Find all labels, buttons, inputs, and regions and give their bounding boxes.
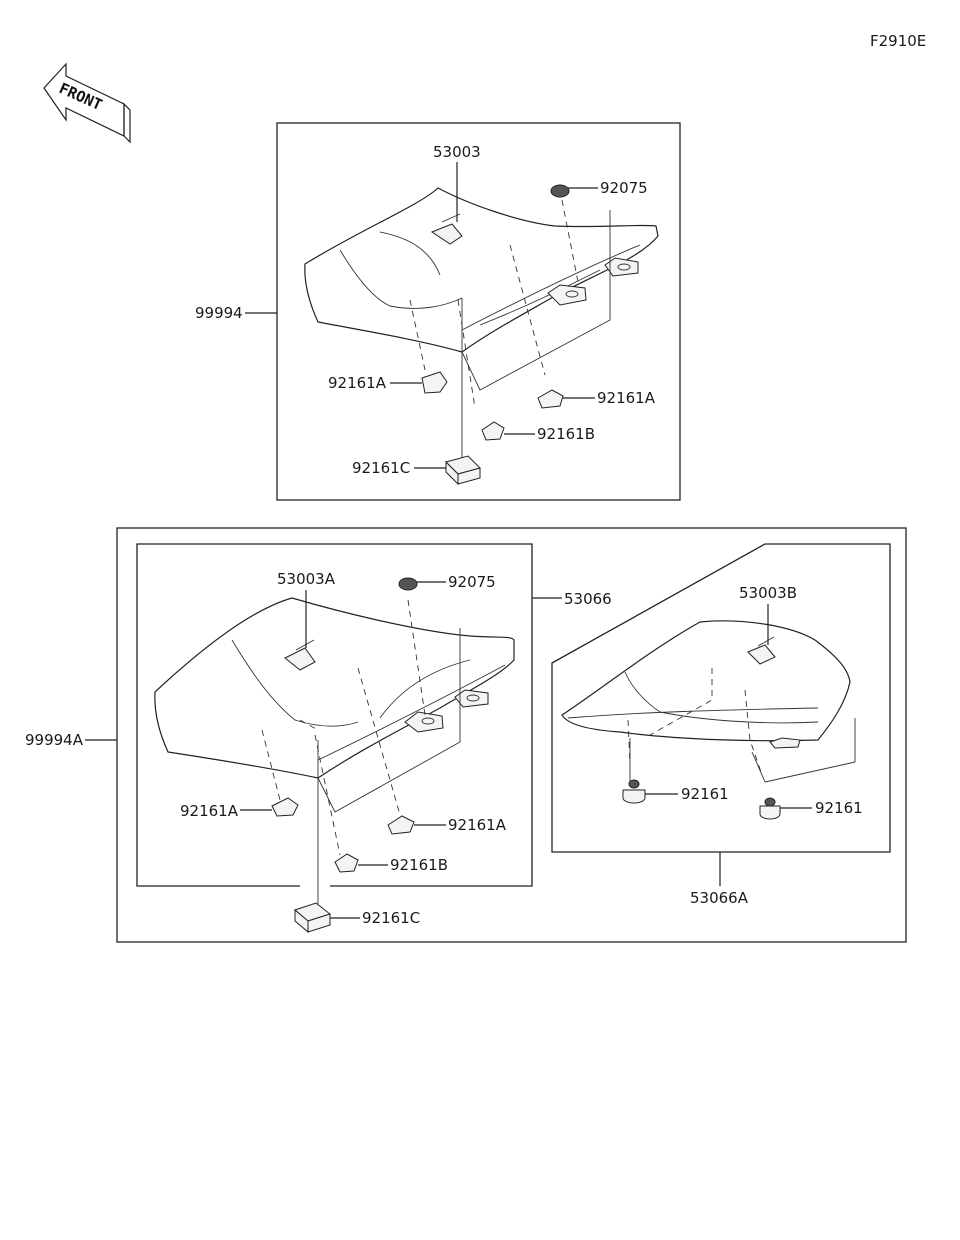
- upper-seat-body: [304, 187, 659, 460]
- rear-cover-label: 53003B: [739, 584, 797, 602]
- front-damper-c-label: 92161C: [362, 909, 420, 927]
- lower-assembly: 99994A: [25, 527, 907, 943]
- front-damper-a-left-label: 92161A: [180, 802, 239, 820]
- rear-damper-right-label: 92161: [815, 799, 863, 817]
- upper-damper-b-icon: [481, 421, 505, 441]
- rear-damper-left-icon: [622, 779, 646, 804]
- rear-seat-body: [561, 620, 856, 783]
- upper-damper-a-right-label: 92161A: [597, 389, 656, 407]
- rear-seat-label: 53066A: [690, 889, 749, 907]
- upper-cover-label: 53003: [433, 143, 481, 161]
- front-seat-label: 53066: [564, 590, 612, 608]
- upper-assembly: 53003 92075 99994 92161A 92161A 92161B 9…: [195, 122, 681, 501]
- upper-cap-label: 92075: [600, 179, 648, 197]
- lower-assembly-label: 99994A: [25, 731, 84, 749]
- upper-damper-b-label: 92161B: [537, 425, 595, 443]
- figure-code: F2910E: [870, 32, 926, 50]
- upper-damper-c-icon: [445, 455, 481, 486]
- upper-damper-c-label: 92161C: [352, 459, 410, 477]
- front-damper-b-label: 92161B: [390, 856, 448, 874]
- front-cover-label: 53003A: [277, 570, 336, 588]
- upper-assembly-label: 99994: [195, 304, 243, 322]
- front-damper-a-right-icon: [387, 815, 415, 835]
- front-cap-icon: [398, 577, 418, 591]
- upper-damper-a-right-icon: [537, 389, 564, 409]
- upper-assembly-box: [276, 122, 681, 501]
- rear-seat-box: [551, 543, 891, 853]
- front-cap-label: 92075: [448, 573, 496, 591]
- front-damper-b-icon: [334, 853, 359, 873]
- front-seat-box: [136, 543, 533, 887]
- upper-damper-a-left-label: 92161A: [328, 374, 387, 392]
- upper-damper-a-left-icon: [421, 371, 448, 394]
- front-arrow-icon: FRONT: [43, 62, 131, 144]
- front-damper-c-icon: [293, 902, 332, 934]
- front-damper-a-right-label: 92161A: [448, 816, 507, 834]
- front-seat-body: [154, 597, 515, 912]
- front-damper-a-left-icon: [271, 797, 299, 817]
- front-arrow-label: FRONT: [56, 79, 105, 114]
- lower-assembly-box: [116, 527, 907, 943]
- rear-damper-left-label: 92161: [681, 785, 729, 803]
- rear-damper-right-icon: [759, 797, 781, 820]
- upper-cap-icon: [550, 184, 570, 198]
